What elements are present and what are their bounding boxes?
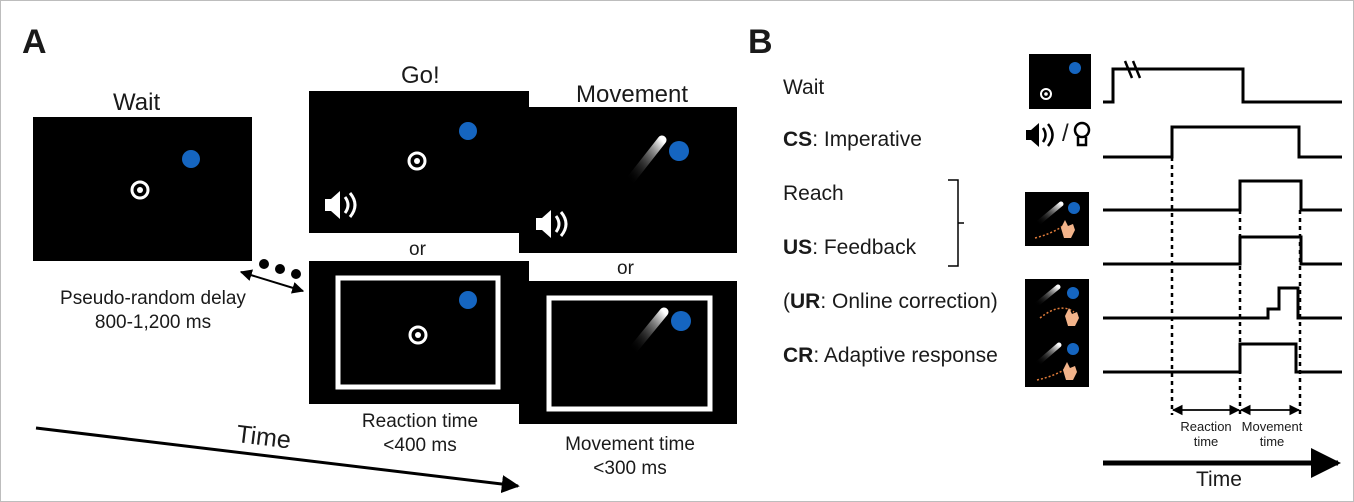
row-us: US: Feedback: [783, 237, 916, 258]
delay-line-2: 800-1,200 ms: [94, 311, 212, 333]
speaker-icon: [325, 191, 357, 219]
go-screen-audio: [309, 91, 529, 233]
reaction-time-line-1: Reaction: [1180, 419, 1232, 434]
reach-thumbnail: [1025, 192, 1089, 246]
reaction-line-2: <400 ms: [383, 434, 457, 456]
movement-time-caption: Movement time <300 ms: [540, 433, 720, 481]
row-cs: CS: Imperative: [783, 129, 922, 150]
panel-label-b: B: [748, 23, 773, 61]
row-ur-text: : Online correction): [820, 290, 998, 313]
delay-indicator: [239, 259, 305, 294]
hand-icon: [1063, 362, 1077, 380]
target-dot: [459, 122, 477, 140]
adaptive-thumbnail: [1025, 333, 1089, 387]
movement-time-line-1: Movement time: [565, 434, 695, 455]
target-dot: [459, 291, 477, 309]
row-cr-text: : Adaptive response: [813, 344, 998, 367]
delay-line-1: Pseudo-random delay: [60, 288, 246, 309]
row-us-text: : Feedback: [812, 236, 917, 259]
movement-time-label: Movement time: [1236, 419, 1308, 450]
delay-caption: Pseudo-random delay 800-1,200 ms: [48, 287, 258, 335]
cs-separator: /: [1062, 120, 1069, 147]
movement-time-line-2: <300 ms: [593, 457, 667, 479]
row-ur: (UR: Online correction): [783, 291, 998, 312]
row-ur-abbrev: UR: [790, 290, 821, 313]
trace-cr: [1103, 342, 1342, 374]
timing-traces: [1103, 60, 1342, 374]
or-label-2: or: [617, 258, 634, 279]
lightbulb-icon: [1073, 121, 1091, 147]
row-us-abbrev: US: [783, 236, 813, 259]
row-wait: Wait: [783, 77, 824, 98]
row-cs-abbrev: CS: [783, 128, 813, 151]
reaction-time-label: Reaction time: [1170, 419, 1242, 450]
panel-label-a: A: [22, 23, 47, 61]
movement-time-b-line-2: time: [1259, 433, 1285, 449]
speaker-icon: [536, 210, 568, 238]
go-screen-visual: [309, 261, 529, 404]
or-label-1: or: [409, 239, 426, 260]
trace-cs: [1103, 125, 1342, 159]
wait-title: Wait: [113, 89, 161, 116]
target-dot: [669, 141, 689, 161]
time-label-a: Time: [234, 420, 293, 455]
row-reach: Reach: [783, 183, 844, 204]
hand-icon: [1061, 220, 1075, 238]
target-dot: [182, 150, 200, 168]
row-reach-text: Reach: [783, 182, 844, 205]
cursor-trail: [627, 307, 669, 356]
target-dot: [671, 311, 691, 331]
wait-screen: [33, 117, 252, 261]
movement-screen-visual: [519, 281, 737, 424]
cursor-trail: [624, 135, 667, 187]
time-arrow-a: [35, 426, 520, 494]
correction-thumbnail: [1025, 279, 1089, 333]
reaction-line-1: Reaction time: [361, 411, 479, 432]
go-title: Go!: [401, 62, 440, 89]
row-cr: CR: Adaptive response: [783, 345, 998, 366]
reach-feedback-bracket: [948, 179, 964, 267]
wait-thumbnail: [1029, 54, 1091, 109]
row-ur-prefix: (: [783, 290, 790, 313]
reaction-time-line-2: time: [1193, 433, 1219, 449]
movement-title: Movement: [576, 81, 689, 108]
movement-time-b-line-1: Movement: [1241, 419, 1303, 434]
row-cs-text: : Imperative: [812, 128, 922, 151]
row-cr-abbrev: CR: [783, 344, 814, 367]
hand-icon: [1065, 308, 1079, 326]
trace-reach: [1103, 179, 1342, 212]
reaction-caption: Reaction time <400 ms: [330, 410, 510, 458]
trace-wait: [1103, 67, 1342, 104]
trace-us: [1103, 235, 1342, 266]
row-wait-text: Wait: [783, 76, 825, 99]
speaker-icon: [1026, 123, 1054, 147]
time-label-b: Time: [1196, 468, 1242, 491]
movement-screen-audio: [519, 107, 737, 253]
trace-ur: [1103, 286, 1342, 320]
timing-guides: [1170, 157, 1302, 415]
start-marker: [130, 180, 150, 200]
